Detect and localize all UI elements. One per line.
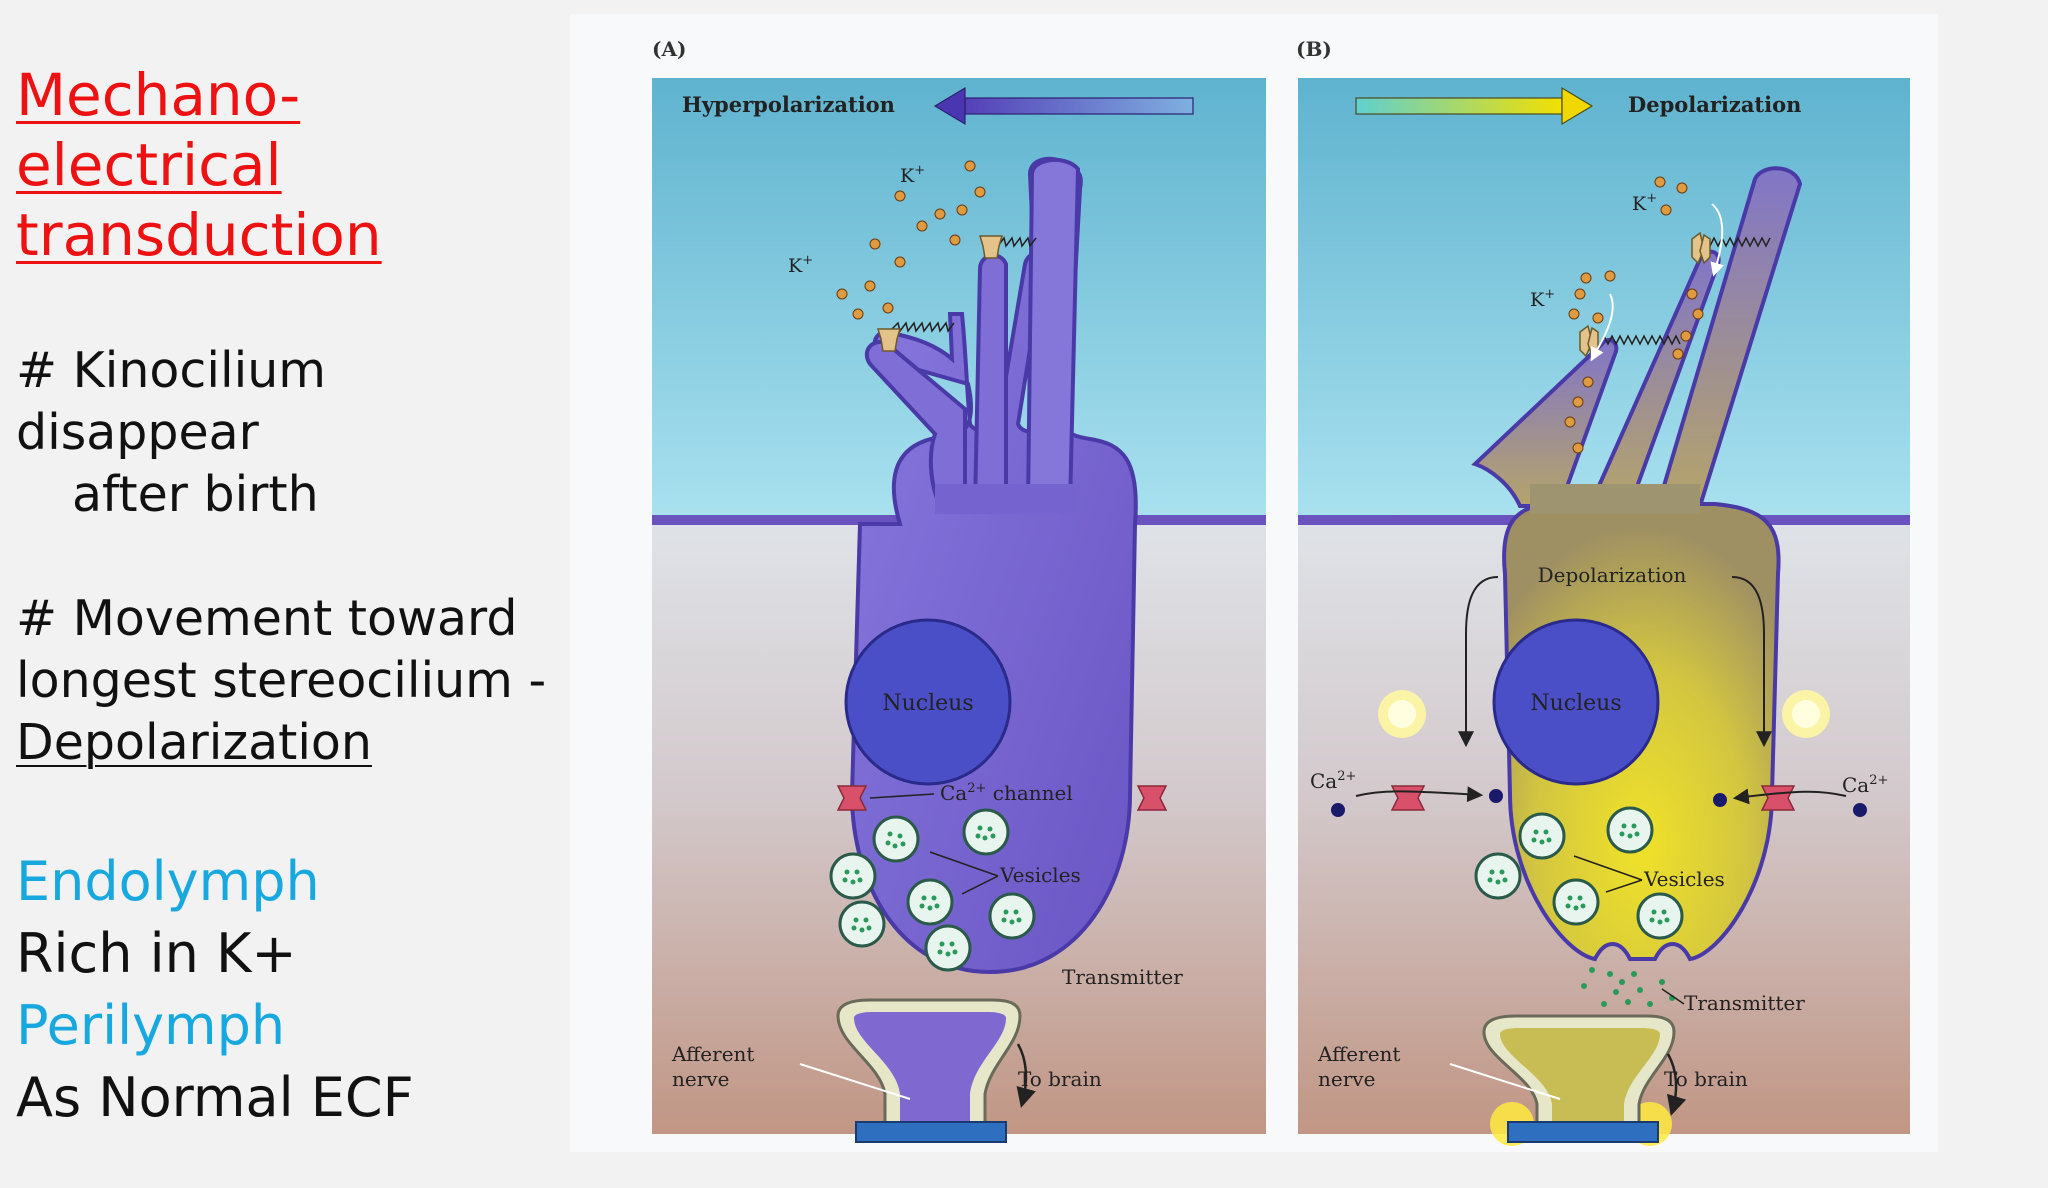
panel-a-ca-label: Ca2+ channel [940, 781, 1073, 805]
panel-b-k-influx-arrow-1 [1590, 293, 1614, 362]
panel-a-k-label-2: K+ [788, 253, 813, 277]
panel-a-transmitter-label: Transmitter [1062, 965, 1183, 989]
slide-title: Mechano-electrical transduction [16, 60, 556, 270]
point-kinocilium: # Kinocilium disappear after birth [16, 340, 556, 526]
point1-line2: after birth [72, 466, 319, 523]
panel-b-to-brain-label: To brain [1664, 1067, 1748, 1091]
panel-a-to-brain-arrow [1016, 1043, 1036, 1108]
panel-b-transmitter-release [1581, 967, 1675, 1007]
panel-a-nucleus-label: Nucleus [882, 691, 973, 716]
panel-a-transduction-channels [876, 235, 1004, 352]
panel-b-ca-ions [1331, 789, 1867, 817]
panel-a-header: Hyperpolarization [682, 92, 895, 117]
panel-a-vesicles-label: Vesicles [999, 863, 1081, 887]
panel-a-stereocilia [864, 157, 1081, 514]
panel-b-ca-right-label: Ca2+ [1842, 773, 1888, 797]
panel-b-apex-fill [1530, 484, 1700, 514]
panel-b-vesicles [1474, 806, 1684, 940]
panel-a-vesicle-leaders [929, 851, 999, 895]
slide-text-panel: Mechano-electrical transduction # Kinoci… [16, 60, 556, 1188]
perilymph-desc: As Normal ECF [16, 1066, 414, 1129]
point-movement: # Movement toward longest stereocilium -… [16, 588, 556, 774]
panel-b-k-label-1: K+ [1632, 191, 1657, 215]
panel-a-nucleus [844, 618, 1012, 786]
panel-b-tip-links [1599, 236, 1771, 346]
panel-b: (B) Depolarization [1296, 37, 1910, 1146]
panel-a-vesicles [829, 808, 1036, 972]
hyperpolarization-arrow [933, 86, 1194, 126]
panel-b-nucleus [1492, 618, 1660, 786]
panel-a-afferent-leader [799, 1063, 911, 1100]
title-line-1: Mechano-electrical [16, 61, 301, 199]
panel-b-tag: (B) [1296, 37, 1332, 61]
panel-a-ca-channels [836, 785, 1168, 811]
endolymph-label: Endolymph [16, 850, 320, 913]
fluid-definitions: Endolymph Rich in K+ Perilymph As Normal… [16, 846, 556, 1134]
panel-b-depolarization-label: Depolarization [1538, 563, 1687, 587]
point2-line2: longest stereocilium - [16, 652, 547, 709]
panel-a-afferent-label-2: nerve [672, 1067, 729, 1091]
panel-b-ca-left-label: Ca2+ [1310, 769, 1356, 793]
panel-a-afferent-label-1: Afferent [671, 1042, 754, 1066]
depolarization-arrow [1355, 86, 1594, 126]
panel-b-ca-arrow-left [1355, 786, 1484, 803]
panel-b-afferent-label-1: Afferent [1317, 1042, 1400, 1066]
panel-b-k-influx-arrow-2 [1710, 203, 1724, 277]
panel-b-transmitter-label: Transmitter [1684, 991, 1805, 1015]
panel-b-nucleus-label: Nucleus [1530, 691, 1621, 716]
panel-a-tag: (A) [652, 37, 686, 61]
panel-b-afferent-leader [1449, 1063, 1561, 1100]
panel-a-to-brain-label: To brain [1018, 1067, 1102, 1091]
point2-line3: Depolarization [16, 714, 372, 771]
title-line-2: transduction [16, 201, 382, 269]
panel-b-afferent-nerve [1482, 1014, 1676, 1143]
panel-a-afferent-nerve [836, 998, 1022, 1143]
panel-b-endolymph [1298, 78, 1910, 518]
panel-b-afferent-label-2: nerve [1318, 1067, 1375, 1091]
panel-a-ca-leader [869, 793, 935, 799]
panel-b-k-ions [1564, 176, 1704, 454]
panel-a-k-ions [836, 160, 986, 320]
panel-b-stereocilia [1471, 166, 1803, 508]
panel-b-depol-arrow-left [1458, 576, 1499, 748]
panel-b-k-label-2: K+ [1530, 287, 1555, 311]
hair-cell-diagram-svg: (A) Hyperpolarization [652, 37, 1910, 1146]
hair-cell-figure: (A) Hyperpolarization [570, 14, 1938, 1152]
point1-line1: # Kinocilium disappear [16, 342, 326, 461]
panel-b-vesicles-label: Vesicles [1643, 867, 1725, 891]
panel-b-transmitter-leader [1661, 988, 1685, 1005]
panel-b-to-brain-arrow [1666, 1053, 1687, 1116]
panel-b-vesicle-leaders [1573, 855, 1643, 893]
panel-b-header: Depolarization [1628, 92, 1801, 117]
panel-b-ca-arrow-right [1732, 788, 1847, 805]
perilymph-label: Perilymph [16, 994, 286, 1057]
panel-a-k-label-1: K+ [900, 163, 925, 187]
panel-b-depol-arrow-right [1731, 576, 1772, 748]
point2-line1: # Movement toward [16, 590, 518, 647]
endolymph-desc: Rich in K+ [16, 922, 297, 985]
panel-a: (A) Hyperpolarization [652, 37, 1266, 1143]
